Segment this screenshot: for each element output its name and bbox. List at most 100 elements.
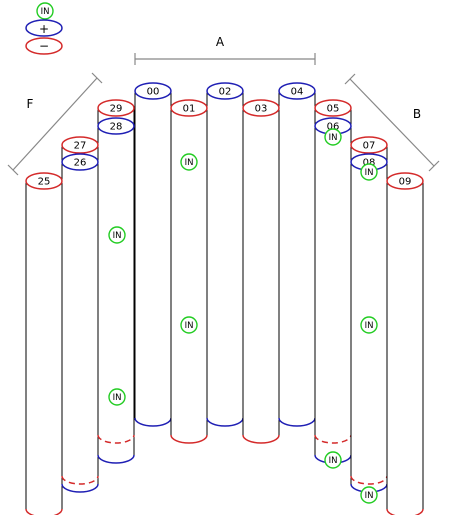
tube-02 — [206, 91, 244, 427]
in-marker: IN — [180, 153, 198, 171]
tube-body-fill — [351, 145, 387, 484]
legend-negative: − — [25, 37, 63, 55]
tube-bottom-arc — [134, 417, 172, 427]
group-brackets: A B F — [7, 35, 440, 176]
bracket-tick — [91, 72, 103, 84]
tube-body-fill — [207, 91, 243, 418]
in-label: IN — [365, 321, 374, 331]
tube-top-ellipse — [61, 153, 99, 171]
tube-label: 05 — [327, 104, 340, 115]
tube-27 — [61, 145, 99, 493]
in-circle — [324, 128, 342, 146]
tube-09 — [386, 181, 424, 515]
group-bracket-b: B — [344, 73, 440, 172]
in-marker: IN — [108, 226, 126, 244]
tube-bodies — [25, 91, 424, 515]
tube-bottom-arc — [170, 434, 208, 444]
tube-cap-07: 07 — [350, 136, 388, 154]
in-circle — [36, 2, 54, 20]
bracket-tick — [7, 164, 19, 176]
tube-cap-09: 09 — [386, 172, 424, 190]
in-label: IN — [365, 168, 374, 178]
tube-bottom-arc — [206, 417, 244, 427]
in-label: IN — [113, 393, 122, 403]
tube-bottom-arc — [278, 417, 316, 427]
bracket-tick — [344, 73, 356, 85]
in-label: IN — [329, 456, 338, 466]
tube-bottom-arc — [25, 508, 63, 515]
tube-top-ellipse — [278, 82, 316, 100]
tube-top-ellipse — [134, 82, 172, 100]
tube-cap-28: 28 — [97, 117, 135, 135]
tube-04 — [278, 91, 316, 427]
tube-label: 03 — [255, 104, 268, 115]
tube-03 — [242, 108, 280, 444]
group-label: A — [216, 35, 225, 49]
tube-top-ellipse — [97, 99, 135, 117]
in-circle — [360, 163, 378, 181]
tube-top-ellipse — [386, 172, 424, 190]
tube-top-ellipse — [170, 99, 208, 117]
bracket-tick — [428, 160, 440, 172]
tube-cap-03: 03 — [242, 99, 280, 117]
tube-body-fill — [135, 91, 171, 418]
tube-label: 25 — [38, 177, 51, 188]
tube-label: 00 — [147, 87, 160, 98]
tube-label: 07 — [363, 141, 376, 152]
group-label: B — [413, 107, 421, 121]
tube-bottom-arc — [61, 483, 99, 493]
tube-cap-00: 00 — [134, 82, 172, 100]
in-label: IN — [185, 321, 194, 331]
tube-label: 29 — [110, 104, 123, 115]
tube-label: 04 — [291, 87, 304, 98]
tube-hidden-bottom — [314, 434, 352, 444]
tube-hidden-bottom — [350, 475, 388, 485]
in-marker: IN — [324, 128, 342, 146]
in-marker: IN — [324, 451, 342, 469]
tube-top-ellipse — [314, 99, 352, 117]
tube-cap-08: 08 — [350, 153, 388, 171]
tube-hidden-bottom — [61, 475, 99, 485]
tube-cap-02: 02 — [206, 82, 244, 100]
tube-body-fill — [26, 181, 62, 509]
tube-cap-05: 05 — [314, 99, 352, 117]
tube-label: 09 — [399, 177, 412, 188]
in-label: IN — [113, 231, 122, 241]
in-circle — [180, 153, 198, 171]
tube-body-fill — [279, 91, 315, 418]
tube-label: 08 — [363, 158, 376, 169]
tube-body-fill — [243, 108, 279, 435]
tube-top-ellipse — [350, 136, 388, 154]
tube-29 — [97, 108, 135, 464]
tube-cap-27: 27 — [61, 136, 99, 154]
tube-top-ellipse — [25, 172, 63, 190]
in-marker: IN — [360, 163, 378, 181]
tube-cap-25: 25 — [25, 172, 63, 190]
in-marker: IN — [360, 316, 378, 334]
tube-label: 26 — [74, 158, 87, 169]
in-circle — [360, 316, 378, 334]
tube-label: 01 — [183, 104, 196, 115]
tube-cap-26: 26 — [61, 153, 99, 171]
tube-cap-04: 04 — [278, 82, 316, 100]
in-circle — [108, 388, 126, 406]
group-bracket-a: A — [134, 35, 316, 65]
bracket-line — [349, 78, 435, 167]
tube-bottom-arc — [242, 434, 280, 444]
negative-ellipse — [25, 37, 63, 55]
legend-plus-label: + — [39, 22, 49, 36]
group-bracket-f: F — [7, 72, 103, 176]
tube-05 — [314, 108, 352, 464]
tube-top-ellipse — [61, 136, 99, 154]
tube-top-ellipse — [206, 82, 244, 100]
tube-label: 28 — [110, 122, 123, 133]
in-marker: IN — [360, 486, 378, 504]
tube-cap-29: 29 — [97, 99, 135, 117]
in-label: IN — [365, 491, 374, 501]
tube-label: 27 — [74, 141, 87, 152]
group-label: F — [27, 97, 34, 111]
tube-cap-01: 01 — [170, 99, 208, 117]
legend-minus-label: − — [39, 39, 49, 53]
tube-body-fill — [315, 108, 351, 455]
in-label: IN — [329, 133, 338, 143]
